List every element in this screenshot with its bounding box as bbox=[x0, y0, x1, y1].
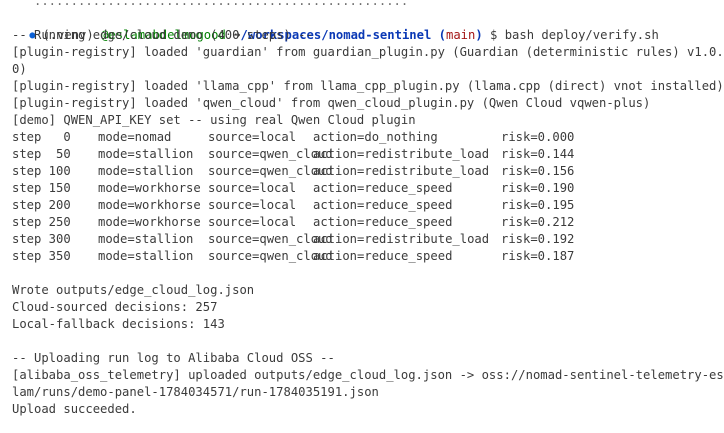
output-line: [plugin-registry] loaded 'llama_cpp' fro… bbox=[12, 79, 724, 93]
step-source: source=qwen_cloud bbox=[208, 232, 333, 246]
step-mode: mode=stallion bbox=[98, 232, 194, 246]
blank-line bbox=[0, 265, 697, 282]
prompt-arrow-icon: ➜ bbox=[233, 28, 241, 42]
output-line: lam/runs/demo-panel-1784034571/run-17840… bbox=[12, 385, 379, 399]
step-number: step 50 bbox=[12, 147, 71, 161]
step-number: step 0 bbox=[12, 130, 71, 144]
step-mode: mode=stallion bbox=[98, 249, 194, 263]
step-mode: mode=workhorse bbox=[98, 215, 201, 229]
prompt-branch: main bbox=[445, 28, 476, 42]
step-mode: mode=stallion bbox=[98, 164, 194, 178]
step-row: step 200 mode=workhorse source=local action… bbox=[0, 197, 697, 214]
output-line: -- Uploading run log to Alibaba Cloud OS… bbox=[12, 351, 335, 365]
step-row: step 350 mode=stallion source=qwen_cloudac… bbox=[0, 248, 697, 265]
step-row: step 100 mode=stallion source=qwen_cloudac… bbox=[0, 163, 697, 180]
step-number: step 350 bbox=[12, 249, 71, 263]
prompt-user: @eslamabdelmogood bbox=[101, 28, 226, 42]
step-number: step 150 bbox=[12, 181, 71, 195]
step-risk: risk=0.212 bbox=[501, 215, 575, 229]
step-risk: risk=0.192 bbox=[501, 232, 575, 246]
prompt-status-dot-icon: ● bbox=[29, 30, 36, 41]
step-action: action=reduce_speed bbox=[313, 181, 453, 195]
step-source: source=qwen_cloud bbox=[208, 164, 333, 178]
output-line: [plugin-registry] loaded 'qwen_cloud' fr… bbox=[12, 96, 651, 110]
step-action: action=reduce_speed bbox=[313, 198, 453, 212]
step-source: source=qwen_cloud bbox=[208, 249, 333, 263]
step-row: step 50 mode=stallion source=qwen_cloudact… bbox=[0, 146, 697, 163]
output-line: [plugin-registry] loaded 'guardian' from… bbox=[12, 45, 724, 59]
step-number: step 250 bbox=[12, 215, 71, 229]
step-action: action=redistribute_load bbox=[313, 147, 490, 161]
step-number: step 300 bbox=[12, 232, 71, 246]
step-risk: risk=0.156 bbox=[501, 164, 575, 178]
step-number: step 200 bbox=[12, 198, 71, 212]
output-line: -- Running edge/cloud demo (400 steps) -… bbox=[12, 28, 313, 42]
step-source: source=local bbox=[208, 198, 297, 212]
step-number: step 100 bbox=[12, 164, 71, 178]
step-risk: risk=0.190 bbox=[501, 181, 575, 195]
step-risk: risk=0.187 bbox=[501, 249, 575, 263]
scrolled-cut-line: ........................................… bbox=[34, 0, 409, 8]
prompt-branch-open: ( bbox=[438, 28, 446, 42]
step-row: step 250 mode=workhorse source=local action… bbox=[0, 214, 697, 231]
step-source: source=qwen_cloud bbox=[208, 147, 333, 161]
output-line: 0) bbox=[12, 62, 27, 76]
output-line: [alibaba_oss_telemetry] uploaded outputs… bbox=[12, 368, 724, 382]
step-mode: mode=workhorse bbox=[98, 181, 201, 195]
step-row: step 150 mode=workhorse source=local action… bbox=[0, 180, 697, 197]
step-action: action=redistribute_load bbox=[313, 232, 490, 246]
prompt-dollar: $ bbox=[490, 28, 498, 42]
output-line: [demo] QWEN_API_KEY set -- using real Qw… bbox=[12, 113, 416, 127]
step-mode: mode=workhorse bbox=[98, 198, 201, 212]
step-row: step 0 mode=nomad source=local action=do_no… bbox=[0, 129, 697, 146]
step-mode: mode=stallion bbox=[98, 147, 194, 161]
step-mode: mode=nomad bbox=[98, 130, 172, 144]
step-action: action=reduce_speed bbox=[313, 249, 453, 263]
step-source: source=local bbox=[208, 181, 297, 195]
output-line: Local-fallback decisions: 143 bbox=[12, 317, 225, 331]
step-action: action=redistribute_load bbox=[313, 164, 490, 178]
step-action: action=do_nothing bbox=[313, 130, 438, 144]
prompt-command: bash deploy/verify.sh bbox=[504, 28, 659, 42]
output-line: Wrote outputs/edge_cloud_log.json bbox=[12, 283, 255, 297]
step-source: source=local bbox=[208, 130, 297, 144]
step-risk: risk=0.000 bbox=[501, 130, 575, 144]
step-risk: risk=0.144 bbox=[501, 147, 575, 161]
blank-line bbox=[0, 333, 697, 350]
prompt-cwd: /workspaces/nomad-sentinel bbox=[240, 28, 432, 42]
step-row: step 300 mode=stallion source=qwen_cloudac… bbox=[0, 231, 697, 248]
output-line: Cloud-sourced decisions: 257 bbox=[12, 300, 218, 314]
step-source: source=local bbox=[208, 215, 297, 229]
output-line: Upload succeeded. bbox=[12, 402, 137, 416]
prompt-venv: (.venv) bbox=[42, 28, 94, 42]
step-action: action=reduce_speed bbox=[313, 215, 453, 229]
step-risk: risk=0.195 bbox=[501, 198, 575, 212]
prompt-branch-close: ) bbox=[475, 28, 483, 42]
shell-prompt-line: ● (.venv) @eslamabdelmogood ➜/workspaces/… bbox=[0, 10, 697, 42]
